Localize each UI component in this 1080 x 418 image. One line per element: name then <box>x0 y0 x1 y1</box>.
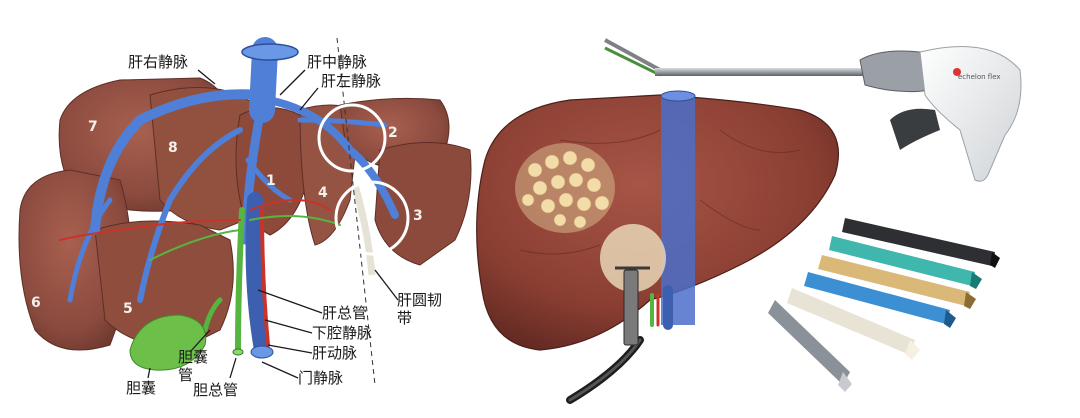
highlight-circle-segment-3 <box>334 180 410 256</box>
label-common-bile-duct: 胆总管 <box>193 381 238 399</box>
bile-duct-cut <box>232 348 244 356</box>
cartridge-white <box>787 288 920 360</box>
label-hepatic-artery: 肝动脉 <box>312 344 357 362</box>
stapler-jaw-lower <box>604 46 661 77</box>
stapler-rotation-knob <box>859 50 931 93</box>
cartridge-teal <box>829 236 982 289</box>
cartridge-gold <box>818 255 976 309</box>
stapler-jaw-upper <box>604 38 661 72</box>
label-inferior-vena-cava: 下腔静脉 <box>312 324 372 342</box>
anatomy-labels: 肝右静脉 肝中静脉 肝左静脉 肝圆韧 带 肝总管 下腔静脉 肝动脉 门静脉 胆总… <box>126 53 442 399</box>
ivc-top-opening <box>241 43 299 61</box>
label-round-ligament-2: 带 <box>397 309 412 327</box>
cartridge-blue <box>804 272 956 328</box>
segment-7-label: 7 <box>88 119 98 135</box>
stapler-cartridges <box>768 218 1000 392</box>
segment-5-label: 5 <box>123 301 133 317</box>
label-gallbladder: 胆囊 <box>126 379 156 397</box>
segment-2-label: 2 <box>388 125 398 141</box>
liver-surface-vessels <box>519 129 801 255</box>
right-liver-illustration <box>476 90 839 404</box>
left-liver-diagram: 1 2 3 4 5 6 7 8 肝右静脉 肝中静脉 肝左静脉 <box>18 37 472 399</box>
portal-triad <box>59 192 341 358</box>
label-left-hepatic-vein: 肝左静脉 <box>321 72 381 90</box>
round-ligament <box>351 184 376 276</box>
segment-4-label: 4 <box>318 185 328 201</box>
label-portal-vein: 门静脉 <box>298 369 343 387</box>
label-common-hepatic-duct: 肝总管 <box>322 304 367 322</box>
laparoscopic-instrument <box>566 266 650 404</box>
cartridge-gray <box>768 300 852 392</box>
portal-vein-cut <box>250 345 274 359</box>
gallbladder-shape <box>129 314 207 371</box>
tumor-region <box>515 143 615 233</box>
hilum-area <box>600 224 666 292</box>
segment-6-label: 6 <box>31 295 41 311</box>
stapler-handle-body <box>919 46 1022 182</box>
label-round-ligament-1: 肝圆韧 <box>397 291 442 309</box>
highlight-circle-segment-2 <box>317 103 387 173</box>
segment-8-label: 8 <box>168 140 178 156</box>
leader-lines <box>147 69 399 379</box>
hilum-vessels <box>650 285 673 330</box>
cantlie-line <box>336 37 376 386</box>
linear-stapler-device: echelon flex <box>604 38 1022 182</box>
stapler-brand-text: echelon flex <box>958 73 1001 81</box>
segment-numbers: 1 2 3 4 5 6 7 8 <box>31 119 423 317</box>
label-middle-hepatic-vein: 肝中静脉 <box>307 53 367 71</box>
label-cystic-duct-2: 管 <box>178 366 193 384</box>
label-cystic-duct-1: 胆囊 <box>178 348 208 366</box>
right-ivc-opening <box>660 90 696 102</box>
segment-3-label: 3 <box>413 208 423 224</box>
stapler-indicator-dot <box>953 68 961 76</box>
label-right-hepatic-vein: 肝右静脉 <box>128 53 188 71</box>
stapler-trigger <box>890 108 940 150</box>
stapler-shaft <box>655 68 865 76</box>
cartridge-black <box>842 218 1000 268</box>
segment-1-label: 1 <box>266 173 276 189</box>
